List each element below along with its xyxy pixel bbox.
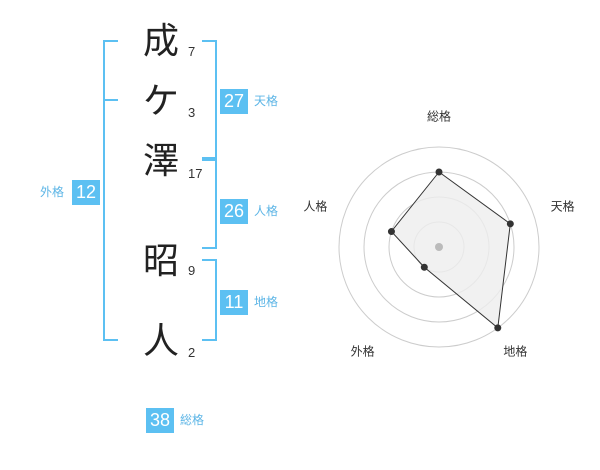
radar-grid-ring (338, 146, 540, 348)
stroke-count-2: 3 (188, 105, 196, 120)
stroke-count-4: 9 (188, 263, 196, 278)
radar-point (506, 220, 514, 228)
radar-axis-label: 天格 (551, 198, 575, 213)
soukaku-value: 38 (146, 408, 174, 433)
radar-axis-label: 人格 (303, 198, 327, 213)
radar-point (420, 263, 428, 271)
name-char-5: 人 (142, 321, 179, 362)
tenkaku-value: 27 (220, 89, 248, 114)
stroke-count-1: 7 (188, 44, 196, 59)
radar-series-area (390, 171, 511, 329)
tenkaku-bracket (202, 40, 217, 159)
radar-axis-label: 外格 (351, 344, 375, 359)
stroke-count-5: 2 (188, 345, 196, 360)
radar-axis-label: 地格 (503, 344, 527, 359)
radar-point (494, 324, 502, 332)
name-char-4: 昭 (142, 241, 179, 282)
gaikaku-bracket (103, 40, 118, 341)
gaikaku-value: 12 (72, 180, 100, 205)
jinkaku-bracket (202, 159, 217, 249)
name-char-2: ケ (142, 81, 179, 122)
name-char-3: 澤 (142, 141, 179, 182)
radar-center-dot (435, 243, 443, 251)
name-char-1: 成 (142, 21, 179, 62)
stroke-count-3: 17 (188, 166, 203, 181)
radar-axis-label: 総格 (427, 109, 451, 124)
chikaku-value: 11 (220, 290, 248, 315)
tenkaku-label: 天格 (254, 94, 279, 108)
soukaku-label: 総格 (180, 413, 205, 427)
chikaku-label: 地格 (254, 295, 279, 309)
chikaku-bracket (202, 259, 217, 341)
radar-point (387, 228, 395, 236)
radar-point (435, 168, 443, 176)
gaikaku-label: 外格 (40, 185, 65, 199)
jinkaku-label: 人格 (254, 204, 279, 218)
jinkaku-value: 26 (220, 199, 248, 224)
